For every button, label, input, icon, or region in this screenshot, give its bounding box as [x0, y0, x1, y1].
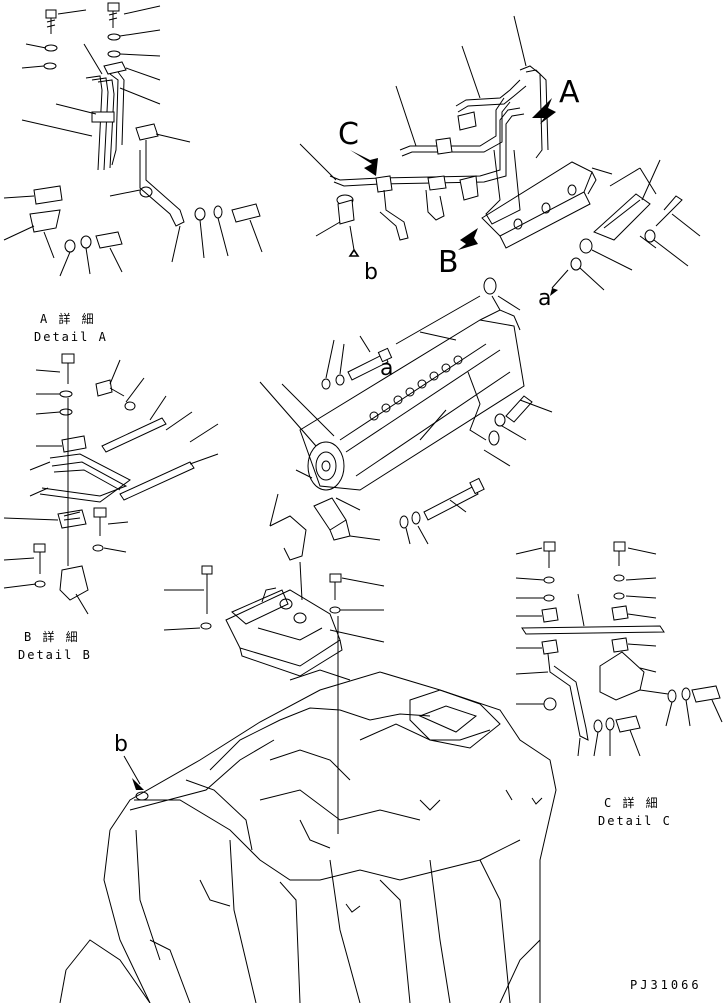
detail-b-title-jp: B 詳 細 — [24, 630, 80, 644]
pump-support-bracket — [163, 561, 385, 834]
engine-block — [59, 669, 557, 1003]
drawing-number: PJ31066 — [630, 978, 702, 992]
detail-c-title-jp: C 詳 細 — [604, 796, 660, 810]
injection-pump — [259, 277, 553, 561]
detail-a-title-jp: A 詳 細 — [40, 312, 96, 326]
detail-b-parts — [3, 353, 219, 615]
callout-a-lower: a — [538, 286, 552, 311]
callout-b-upper: b — [364, 260, 378, 285]
callout-c: C — [338, 117, 359, 152]
detail-c-parts — [515, 541, 723, 757]
callout-b: B — [438, 245, 459, 280]
detail-c-title-en: Detail C — [598, 814, 672, 828]
detail-a-title-en: Detail A — [34, 330, 108, 344]
callout-b-engine: b — [114, 732, 128, 757]
callout-a: A — [559, 75, 580, 110]
pump-bracket — [481, 159, 701, 296]
injection-lines — [299, 15, 549, 257]
detail-b-title-en: Detail B — [18, 648, 92, 662]
detail-a-parts — [3, 2, 263, 277]
view-arrows — [350, 98, 556, 250]
callout-a-pump: a — [380, 356, 394, 381]
